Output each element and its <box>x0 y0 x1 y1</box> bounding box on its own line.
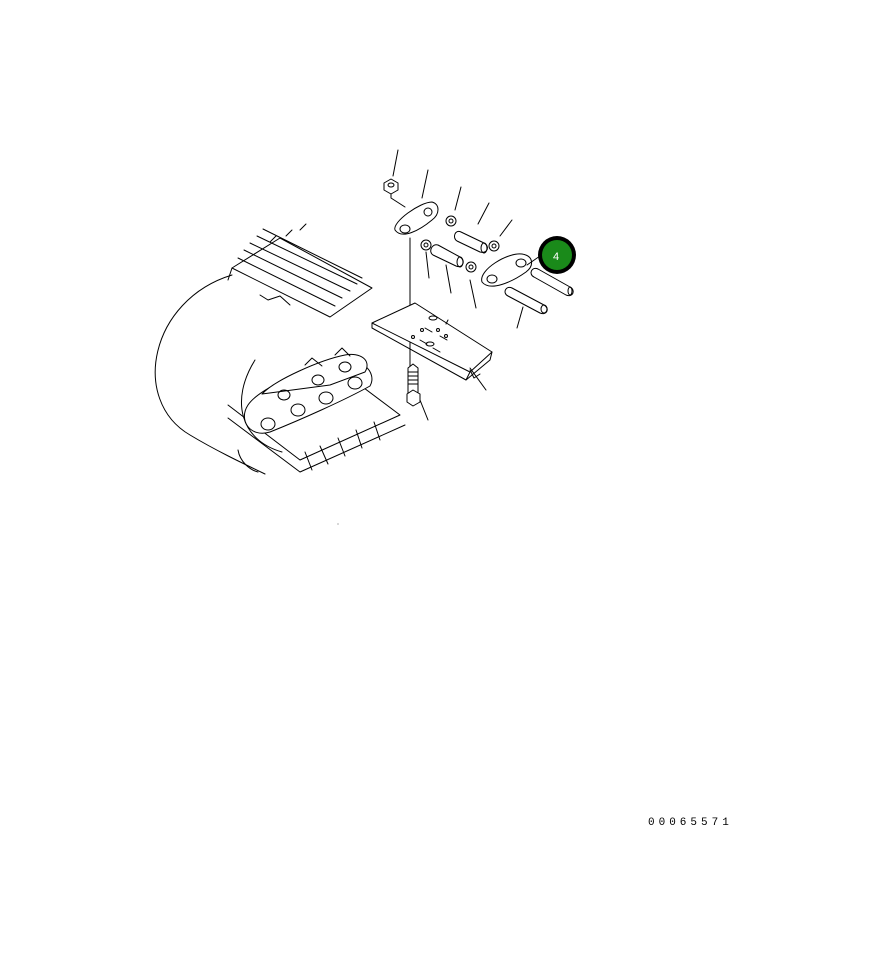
track-chain-assembly <box>154 223 406 475</box>
pin-upper <box>530 267 574 297</box>
callout-label: 4 <box>553 251 559 263</box>
exploded-parts <box>371 149 574 421</box>
pin-lower <box>504 286 548 329</box>
track-shoes-top <box>227 223 373 318</box>
callout-fill <box>542 240 572 270</box>
bushing-lower <box>430 244 464 294</box>
track-shoe-plate <box>371 302 493 391</box>
master-link-upper <box>394 169 439 235</box>
nut <box>383 149 406 208</box>
bolt <box>406 363 429 421</box>
drawing-number: 00065571 <box>648 817 733 829</box>
master-link-lower <box>481 253 541 287</box>
seals <box>420 186 513 309</box>
stray-mark <box>337 523 339 525</box>
bushing-upper <box>453 202 490 254</box>
track-links <box>243 347 373 434</box>
callout-bubble[interactable]: 4 <box>538 236 576 274</box>
